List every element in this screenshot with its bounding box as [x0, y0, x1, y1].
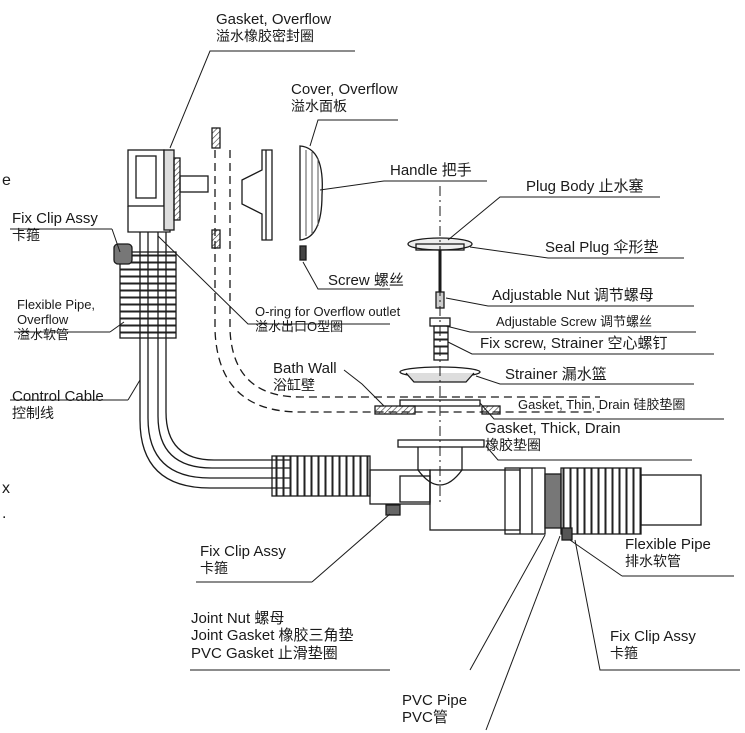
- control-cable-en: Control Cable: [12, 388, 104, 405]
- handle-part: [299, 145, 323, 241]
- gasket-thick-label: Gasket, Thick, Drain 橡胶垫圈: [485, 420, 621, 453]
- joint-gasket-text: Joint Gasket 橡胶三角垫: [191, 627, 354, 645]
- oring-label: O-ring for Overflow outlet 溢水出口O型圈: [255, 304, 401, 335]
- fix-clip-top-label: Fix Clip Assy 卡箍: [12, 210, 98, 243]
- pvc-pipe-en: PVC Pipe: [402, 692, 468, 709]
- flexible-pipe-cn: 排水软管: [625, 553, 681, 570]
- control-cable-label: Control Cable 控制线: [12, 388, 104, 421]
- cover-overflow-cn: 溢水面板: [291, 98, 347, 115]
- margin-fragment-low: .: [2, 505, 7, 522]
- fix-clip-mid-cn: 卡箍: [200, 560, 228, 577]
- overflow-cover: [241, 149, 273, 241]
- bath-wall-en: Bath Wall: [273, 360, 337, 377]
- flexible-pipe-overflow-cn: 溢水软管: [17, 326, 70, 342]
- flexible-pipe-overflow-en2: Overflow: [17, 311, 69, 327]
- cover-overflow-label: Cover, Overflow 溢水面板: [291, 81, 398, 114]
- flexible-pipe-overflow-en1: Flexible Pipe,: [17, 297, 96, 312]
- handle-label: Handle 把手: [390, 162, 472, 179]
- margin-fragment-top: e: [2, 172, 11, 189]
- bath-wall-cn: 浴缸壁: [273, 377, 315, 394]
- flexible-pipe-label: Flexible Pipe 排水软管: [625, 536, 711, 569]
- fix-clip-mid-label: Fix Clip Assy 卡箍: [200, 543, 286, 576]
- fix-clip-mid-en: Fix Clip Assy: [200, 543, 286, 560]
- fix-screw-strainer-label: Fix screw, Strainer 空心螺钉: [480, 335, 668, 352]
- gasket-overflow-label: Gasket, Overflow 溢水橡胶密封圈: [216, 11, 331, 44]
- gasket-thin-label: Gasket, Thin, Drain 硅胶垫圈: [518, 397, 686, 412]
- pvc-gasket-text: PVC Gasket 止滑垫圈: [191, 644, 338, 662]
- flexible-pipe-en: Flexible Pipe: [625, 536, 711, 553]
- gasket-thick-en: Gasket, Thick, Drain: [485, 420, 621, 437]
- bath-wall-label: Bath Wall 浴缸壁: [273, 360, 337, 393]
- fix-clip-top-en: Fix Clip Assy: [12, 210, 98, 227]
- bath-wall-outline: [211, 127, 600, 415]
- flexible-pipe-overflow-label: Flexible Pipe, Overflow 溢水软管: [17, 297, 96, 343]
- gasket-thick-cn: 橡胶垫圈: [485, 437, 541, 454]
- pvc-pipe-cn: PVC管: [402, 709, 448, 727]
- pvc-pipe-label: PVC Pipe PVC管: [402, 692, 467, 727]
- control-cable: [139, 232, 290, 489]
- joint-nut-text: Joint Nut 螺母: [191, 610, 285, 627]
- screw-label: Screw 螺丝: [328, 272, 404, 289]
- leader-lines: [10, 50, 740, 731]
- fix-screw-strainer: [429, 317, 451, 361]
- fix-clip-right-label: Fix Clip Assy 卡箍: [610, 628, 696, 661]
- gasket-thick: [397, 439, 485, 448]
- fix-clip-right-cn: 卡箍: [610, 645, 638, 662]
- gasket-overflow-cn: 溢水橡胶密封圈: [216, 28, 314, 45]
- overflow-body: [127, 149, 209, 233]
- strainer-label: Strainer 漏水篮: [505, 366, 607, 383]
- adjustable-screw-label: Adjustable Screw 调节螺丝: [496, 314, 653, 329]
- oring-cn: 溢水出口O型圈: [255, 318, 344, 334]
- drain-tee: [417, 447, 702, 541]
- seal-plug-label: Seal Plug 伞形垫: [545, 239, 659, 256]
- plug-body-label: Plug Body 止水塞: [526, 178, 644, 195]
- margin-fragment-mid: x: [2, 480, 10, 497]
- oring-en: O-ring for Overflow outlet: [255, 304, 401, 319]
- flexible-pipe-horizontal: [271, 455, 431, 516]
- adjustable-nut-label: Adjustable Nut 调节螺母: [492, 287, 654, 304]
- fix-clip-right-en: Fix Clip Assy: [610, 628, 696, 645]
- screw-part: [299, 245, 307, 261]
- gasket-overflow-en: Gasket, Overflow: [216, 11, 332, 28]
- cover-overflow-en: Cover, Overflow: [291, 81, 398, 98]
- joint-assembly-label: Joint Nut 螺母 Joint Gasket 橡胶三角垫 PVC Gask…: [191, 610, 354, 662]
- fix-clip-top-cn: 卡箍: [12, 227, 40, 244]
- control-cable-cn: 控制线: [12, 405, 54, 422]
